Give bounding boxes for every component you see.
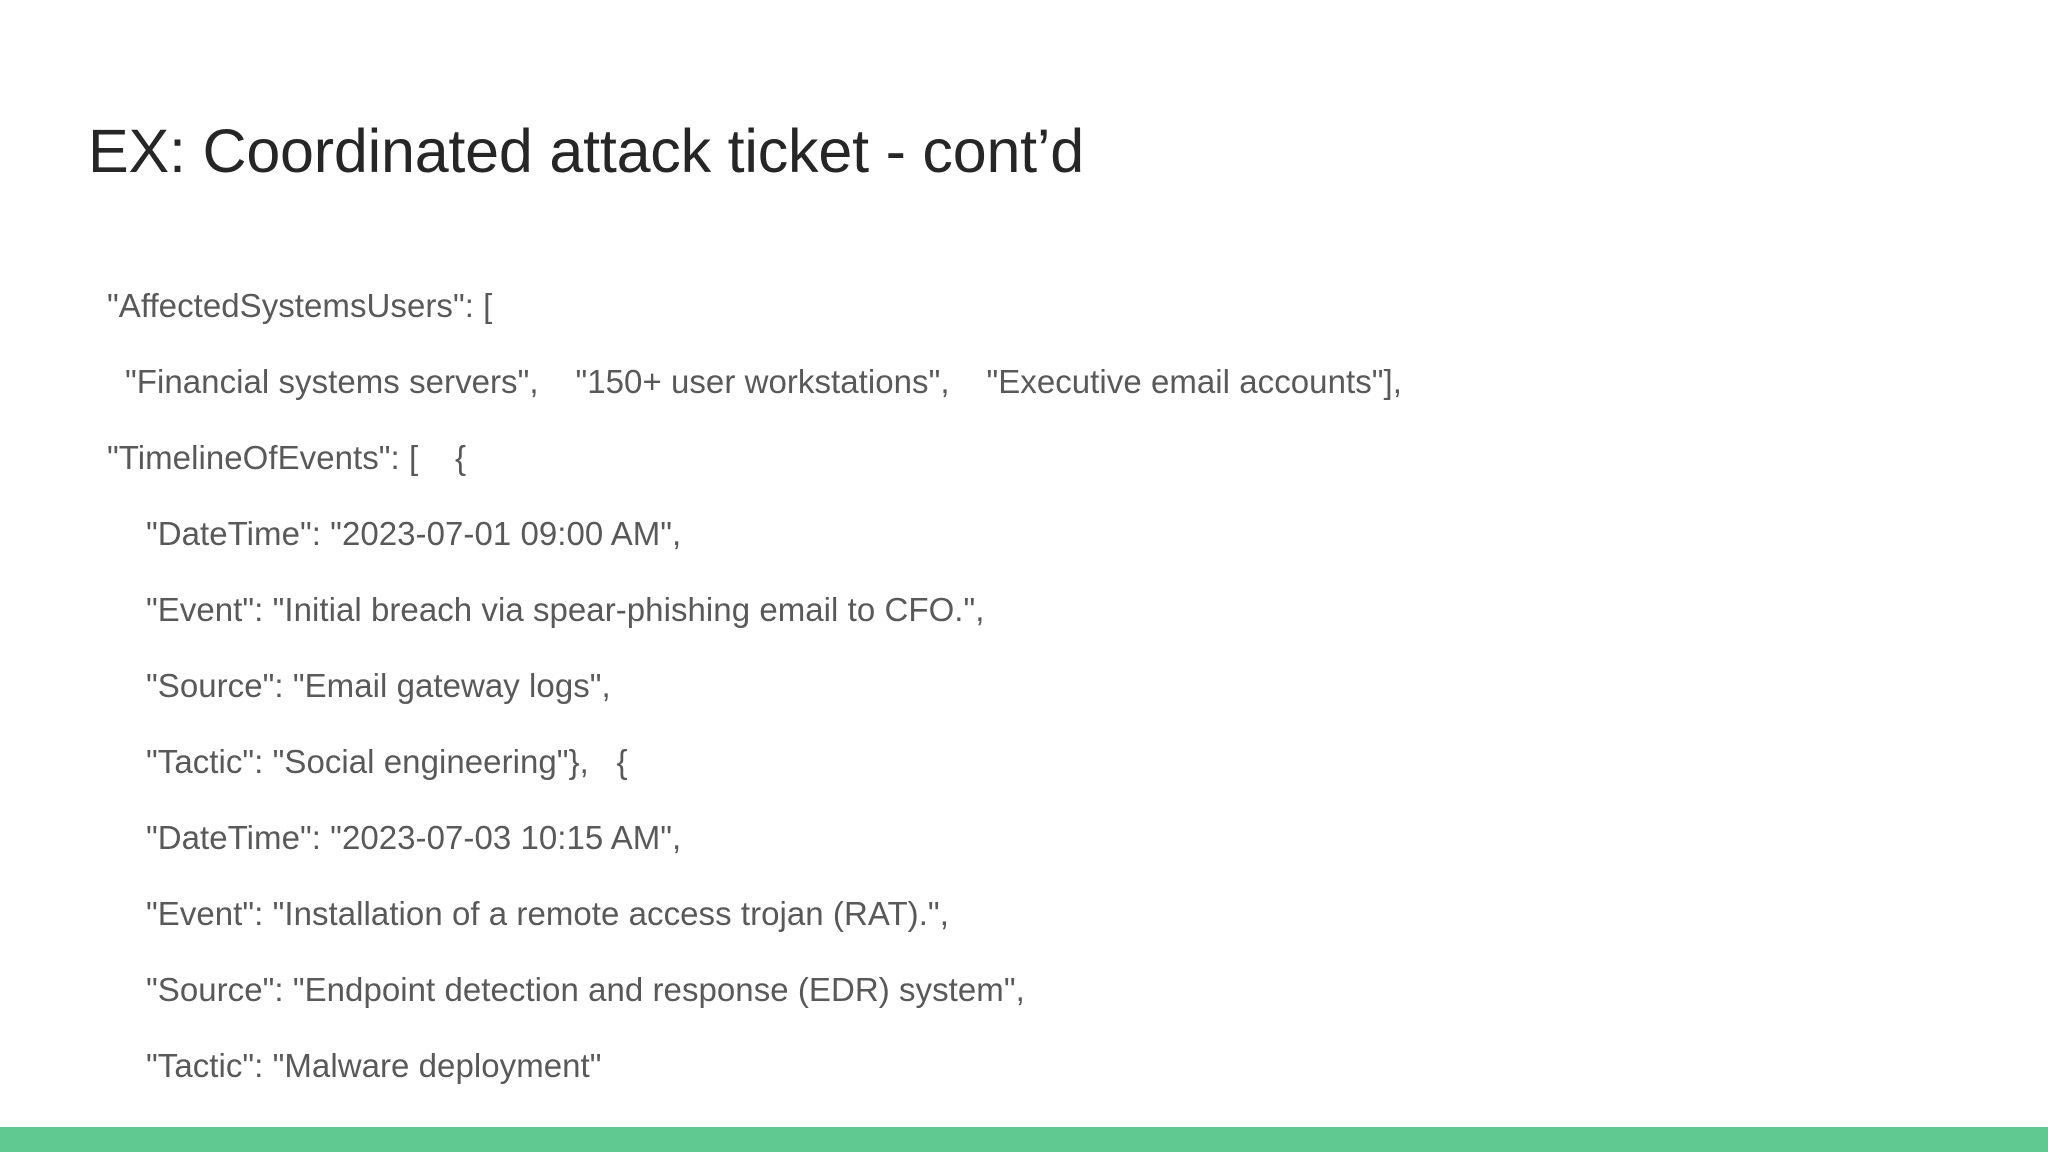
code-line: "Event": "Installation of a remote acces… [146,895,949,932]
code-line: "DateTime": "2023-07-01 09:00 AM", [146,515,682,552]
slide-body-text-block: "AffectedSystemsUsers": [ "Financial sys… [0,268,2048,1152]
code-line: "AffectedSystemsUsers": [ [107,287,493,324]
footer-accent-bar [0,1127,2048,1152]
code-line: "Tactic": "Social engineering"}, { [146,743,628,780]
code-line: "Source": "Email gateway logs", [146,667,611,704]
code-line: "TimelineOfEvents": [ { [107,439,467,476]
code-line: "Source": "Endpoint detection and respon… [146,971,1025,1008]
code-line: "Event": "Initial breach via spear-phish… [146,591,985,628]
code-line: "DateTime": "2023-07-03 10:15 AM", [146,819,682,856]
code-line: "Tactic": "Malware deployment" [146,1047,602,1084]
page-title: EX: Coordinated attack ticket - cont’d [88,117,1085,185]
code-line: "Financial systems servers", "150+ user … [125,363,1402,400]
